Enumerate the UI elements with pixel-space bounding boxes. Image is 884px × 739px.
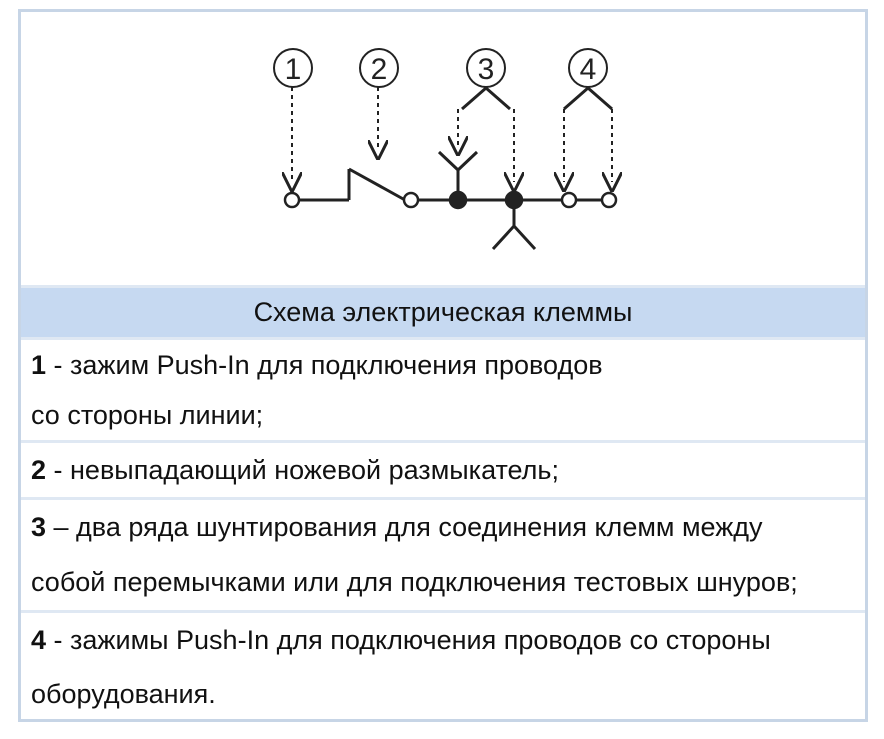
- legend-item-1-text-2: со стороны линии;: [31, 400, 264, 430]
- legend-item-4-number: 4: [31, 625, 47, 655]
- divider: [21, 610, 865, 613]
- filled-node-3a: [448, 190, 468, 210]
- legend-item-2-text-1: - невыпадающий ножевой размыкатель;: [46, 455, 559, 485]
- legend-item-2-line-1: 2 - невыпадающий ножевой размыкатель;: [31, 455, 559, 486]
- label-4-circle: [568, 48, 608, 88]
- label-1: 1: [285, 53, 302, 86]
- legend-item-4-text-1: - зажимы Push-In для подключения проводо…: [46, 625, 771, 655]
- legend-item-4-text-2: оборудования.: [31, 679, 216, 709]
- legend-item-2-number: 2: [31, 455, 47, 485]
- legend-item-3-text-1: – два ряда шунтирования для соединения к…: [46, 512, 763, 542]
- divider: [21, 497, 865, 500]
- legend-item-1: 1 - зажим Push-In для подключения провод…: [21, 340, 865, 440]
- legend-item-4-line-1: 4 - зажимы Push-In для подключения прово…: [31, 625, 771, 656]
- label-2: 2: [371, 53, 388, 86]
- legend-item-1-number: 1: [31, 350, 47, 380]
- terminal-wiring-diagram: 1 2 3 4: [273, 48, 865, 251]
- label-2-circle: [359, 48, 399, 88]
- open-node-1: [283, 191, 301, 209]
- label-3: 3: [478, 53, 495, 86]
- filled-node-3b: [504, 190, 524, 210]
- diagram-caption: Схема электрическая клеммы: [21, 285, 865, 340]
- open-node-4b: [600, 191, 618, 209]
- legend-item-3-line-1: 3 – два ряда шунтирования для соединения…: [31, 512, 763, 543]
- legend-item-2: 2 - невыпадающий ножевой размыкатель;: [21, 443, 865, 497]
- open-node-2: [402, 191, 420, 209]
- divider: [21, 440, 865, 443]
- legend-item-1-line-1: 1 - зажим Push-In для подключения провод…: [31, 350, 603, 381]
- legend-item-4: 4 - зажимы Push-In для подключения прово…: [21, 613, 865, 719]
- open-node-4a: [560, 191, 578, 209]
- legend-item-3-text-2: собой перемычками или для подключения те…: [31, 567, 798, 597]
- terminal-info-panel: 1 2 3 4 Схема электрическая клеммы 1 - з…: [18, 9, 868, 722]
- label-1-circle: [273, 48, 313, 88]
- legend-item-3: 3 – два ряда шунтирования для соединения…: [21, 500, 865, 610]
- legend-item-3-number: 3: [31, 512, 47, 542]
- label-3-circle: [466, 48, 506, 88]
- label-4: 4: [580, 53, 597, 86]
- legend-item-1-text-1: - зажим Push-In для подключения проводов: [46, 350, 603, 380]
